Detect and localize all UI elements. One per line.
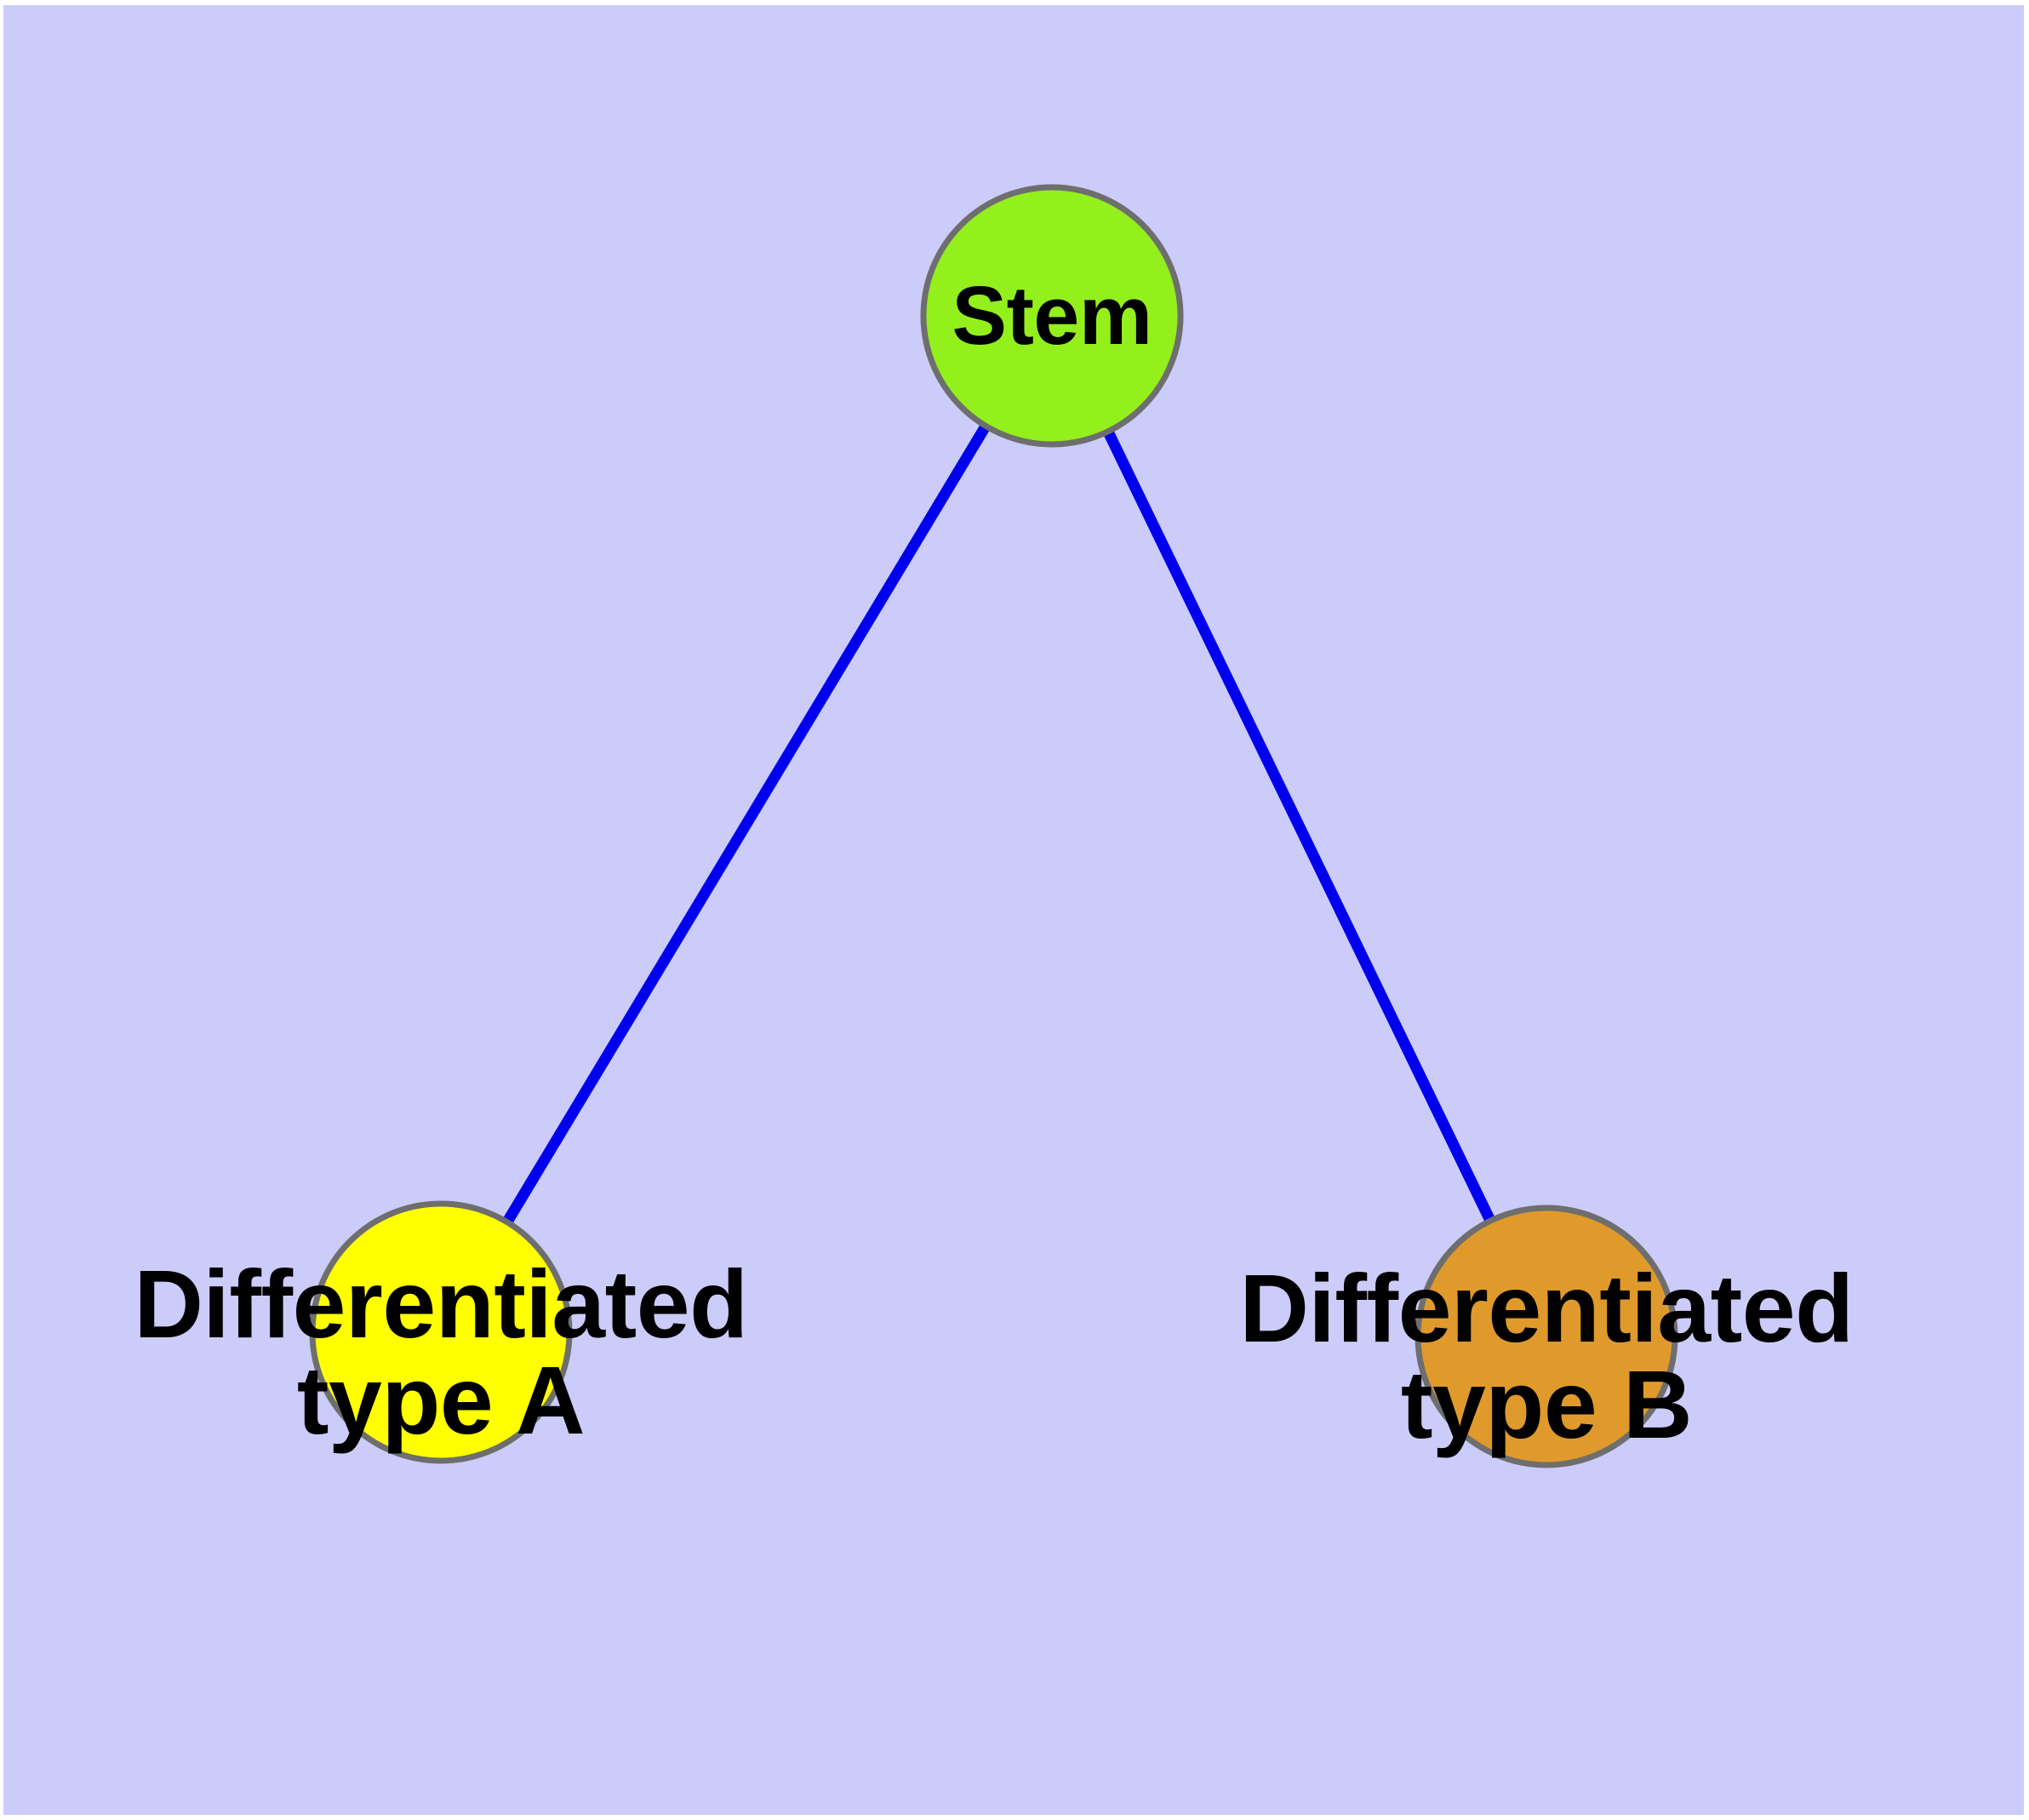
edge-stem-to-differentiated-type-b[interactable] [1047, 313, 1552, 1339]
node-differentiated-type-a[interactable] [309, 1200, 573, 1464]
node-layer [309, 184, 1678, 1468]
node-stem[interactable] [920, 184, 1184, 448]
edge-stem-to-differentiated-type-a[interactable] [436, 312, 1057, 1336]
node-differentiated-type-b[interactable] [1415, 1205, 1678, 1468]
edge-layer [436, 312, 1552, 1339]
